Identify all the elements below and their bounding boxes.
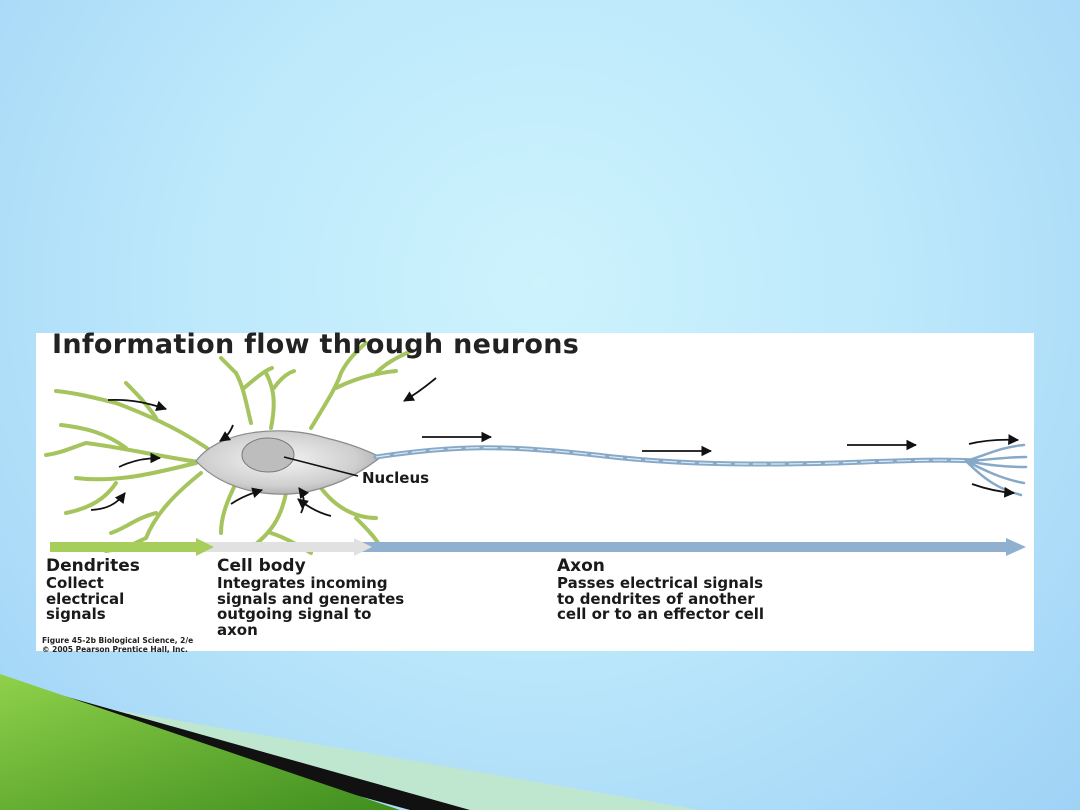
flow-arrows [90, 377, 1020, 517]
axon-heading: Axon [557, 556, 605, 576]
dendrites-description: Collect electrical signals [46, 574, 125, 623]
nucleus [241, 437, 295, 473]
axon [373, 443, 1028, 497]
nucleus-label: Nucleus [362, 469, 430, 487]
axon-description: Passes electrical signals to dendrites o… [557, 574, 765, 623]
dendrites [44, 341, 413, 555]
nucleus-pointer [283, 456, 359, 477]
cell-body-section: Cell body Integrates incoming signals an… [217, 557, 537, 638]
region-bar [50, 538, 1026, 556]
figure-credit: Figure 45-2b Biological Science, 2/e © 2… [42, 636, 194, 654]
dendrites-heading: Dendrites [46, 556, 140, 576]
dendrites-region-arrow [50, 538, 214, 556]
corner-decoration [0, 674, 700, 810]
neuron-figure: Information flow through neurons Nucleus… [36, 329, 1034, 654]
mint-stripe [0, 690, 700, 810]
axon-section: Axon Passes electrical signals to dendri… [557, 557, 937, 623]
figure-title: Information flow through neurons [52, 329, 580, 360]
green-wedge [0, 674, 400, 810]
dendrites-section: Dendrites Collect electrical signals [46, 557, 206, 623]
neuron-diagram [44, 341, 1028, 556]
axon-region-arrow [356, 538, 1026, 556]
black-stripe [0, 678, 470, 810]
cell-body-region-arrow [198, 538, 372, 556]
cell-body-heading: Cell body [217, 556, 306, 576]
cell-body-description: Integrates incoming signals and generate… [217, 574, 405, 639]
